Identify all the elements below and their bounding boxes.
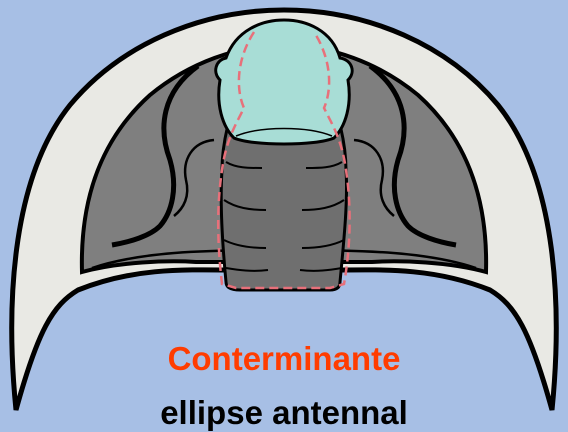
- title-label: Conterminante: [0, 340, 568, 378]
- subtitle-label: ellipse antennal: [0, 394, 568, 432]
